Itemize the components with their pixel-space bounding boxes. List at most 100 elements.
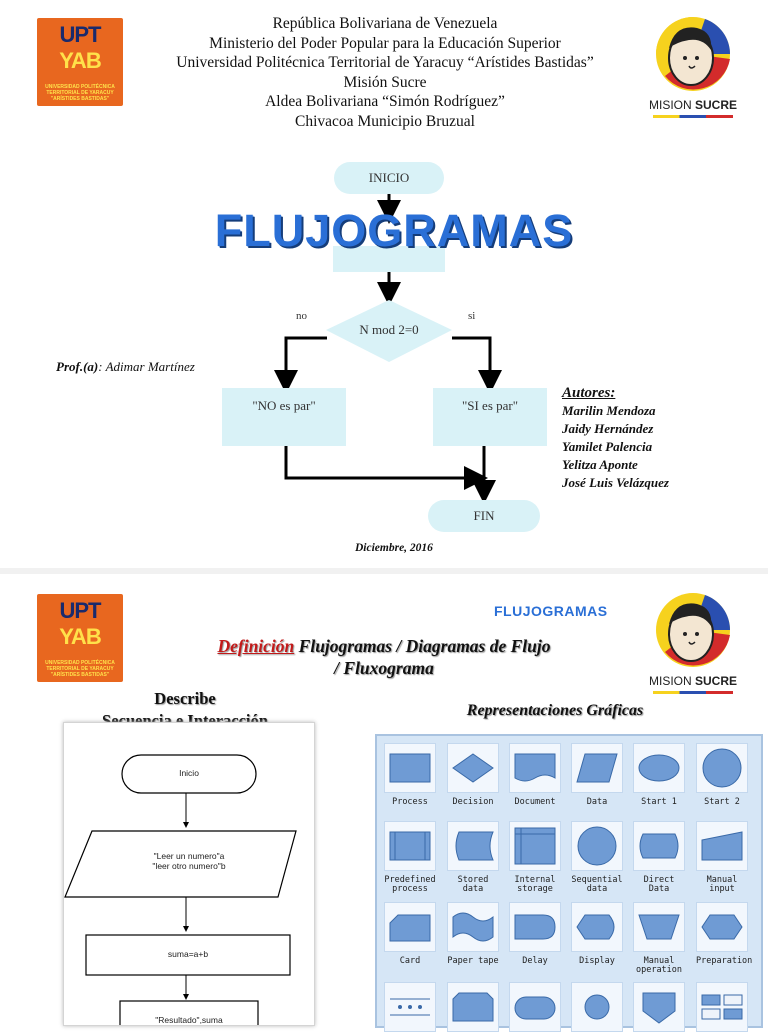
yes-output-box: "SI es par" <box>433 388 547 446</box>
shape-label: Stored data <box>457 875 489 894</box>
shape-cell: Document <box>509 743 561 807</box>
professor-credit: Prof.(a): Adimar Martínez <box>56 359 195 374</box>
shape-label: Process <box>392 797 428 807</box>
shape-cell: Start 1 <box>633 743 685 807</box>
definition-word: Definición <box>217 636 295 656</box>
flowchart-connectors <box>274 192 502 504</box>
shape-cell: Sequential data <box>571 821 623 894</box>
shape-label: Delay <box>522 956 548 966</box>
offpage-connector-shape-icon <box>633 982 685 1032</box>
shape-cell: Internal storage <box>509 821 561 894</box>
manual-input-shape-icon <box>696 821 748 871</box>
legend-shape-icon <box>696 982 748 1032</box>
manual-operation-shape-icon <box>633 902 685 952</box>
slide2-brand: FLUJOGRAMAS <box>494 603 608 619</box>
shape-cell <box>447 982 499 1032</box>
slide-divider <box>0 568 768 574</box>
no-branch-label: no <box>296 310 307 322</box>
parallel-mode-shape-icon <box>384 982 436 1032</box>
shape-cell <box>571 982 623 1032</box>
shape-cell: Manual input <box>696 821 748 894</box>
header-line: Misión Sucre <box>343 73 427 91</box>
bolivar-portrait-icon <box>656 17 730 91</box>
start-terminator: INICIO <box>334 162 444 194</box>
shape-label: Document <box>514 797 556 807</box>
connector-shape-icon <box>571 982 623 1032</box>
right-section-title: Representaciones Gráficas <box>466 702 644 719</box>
shape-cell: Stored data <box>447 821 499 894</box>
delay-shape-icon <box>509 902 561 952</box>
preparation-shape-icon <box>696 902 748 952</box>
output-rect <box>119 1000 259 1025</box>
shape-cell: Preparation <box>696 902 752 966</box>
shape-cell: Decision <box>447 743 499 807</box>
shape-cell: Process <box>384 743 436 807</box>
diagram-start-text: Inicio <box>179 768 199 778</box>
shape-label: Internal storage <box>514 875 556 894</box>
header-line: Universidad Politécnica Territorial de Y… <box>176 54 594 71</box>
bolivar-portrait-icon <box>656 593 730 667</box>
logo-caption: UNIVERSIDAD POLITÉCNICA TERRITORIAL DE Y… <box>45 660 115 678</box>
shape-cell: Card <box>384 902 436 966</box>
shape-label: Display <box>579 956 615 966</box>
start-oval <box>121 754 257 794</box>
shape-label: Manual input <box>706 875 738 894</box>
shape-label: Paper tape <box>447 956 499 966</box>
data-shape-icon <box>571 743 623 793</box>
logo-caption: UNIVERSIDAD POLITÉCNICA TERRITORIAL DE Y… <box>45 84 115 102</box>
shape-label: Data <box>586 797 608 807</box>
date-label: Diciembre, 2016 <box>355 542 433 554</box>
decision-label: N mod 2=0 <box>359 322 419 337</box>
paper-tape-shape-icon <box>447 902 499 952</box>
shape-label: Manual operation <box>635 956 683 975</box>
logo-acronym: YAB <box>59 48 101 73</box>
header-line: Aldea Bolivariana “Simón Rodríguez” <box>265 93 505 110</box>
no-output-box: "NO es par" <box>222 388 346 446</box>
shape-cell <box>509 982 561 1032</box>
shape-label: Start 2 <box>704 797 740 807</box>
sequential-data-shape-icon <box>571 821 623 871</box>
document-shape-icon <box>509 743 561 793</box>
authors-heading: Autores: <box>562 385 616 401</box>
shape-cell: Predefined process <box>384 821 436 894</box>
shape-cell: Delay <box>509 902 561 966</box>
decision-diamond <box>326 300 452 362</box>
end-terminator: FIN <box>428 500 540 532</box>
header-line: Ministerio del Poder Popular para la Edu… <box>209 34 561 52</box>
shape-cell: Paper tape <box>447 902 499 966</box>
shape-cell: Direct Data <box>633 821 685 894</box>
shape-cell: Data <box>571 743 623 807</box>
shapes-palette: Process Decision Document Data Start 1 Start … <box>375 734 763 1032</box>
display-shape-icon <box>571 902 623 952</box>
author-name: José Luis Velázquez <box>562 475 669 490</box>
institution-header: República Bolivariana de Venezuela Minis… <box>120 14 650 131</box>
diagram-input-text: "Leer un numero"a "leer otro numero"b <box>152 851 226 871</box>
process-shape-icon <box>384 743 436 793</box>
stored-data-shape-icon <box>447 821 499 871</box>
card-shape-icon <box>384 902 436 952</box>
author-name: Yelitza Aponte <box>562 457 638 472</box>
shape-label: Direct Data <box>643 875 675 894</box>
loop-limit-shape-icon <box>447 982 499 1032</box>
definition-title: Definición Flujogramas / Diagramas de Fl… <box>217 636 551 678</box>
shape-cell: Start 2 <box>696 743 748 807</box>
example-flowchart-panel: Inicio "Leer un numero"a "leer otro nume… <box>63 722 315 1026</box>
logo-acronym: YAB <box>59 624 101 649</box>
flag-stripe <box>653 115 733 118</box>
mision-sucre-logo: MISION SUCRE <box>645 590 741 694</box>
main-title: FLUJOGRAMAS <box>214 205 574 256</box>
input-parallelogram <box>64 830 297 898</box>
shape-cell <box>696 982 748 1032</box>
shape-label: Predefined process <box>384 875 436 894</box>
authors-list: Autores: Marilin Mendoza Jaidy Hernández… <box>562 384 669 492</box>
process-rect <box>85 934 291 976</box>
shape-label: Decision <box>452 797 494 807</box>
author-name: Jaidy Hernández <box>562 421 654 436</box>
yes-branch-label: si <box>468 310 476 322</box>
header-line: Chivacoa Municipio Bruzual <box>295 112 475 130</box>
start1-shape-icon <box>633 743 685 793</box>
process-backdrop <box>333 246 445 272</box>
example-flowchart-shapes <box>64 754 297 1025</box>
